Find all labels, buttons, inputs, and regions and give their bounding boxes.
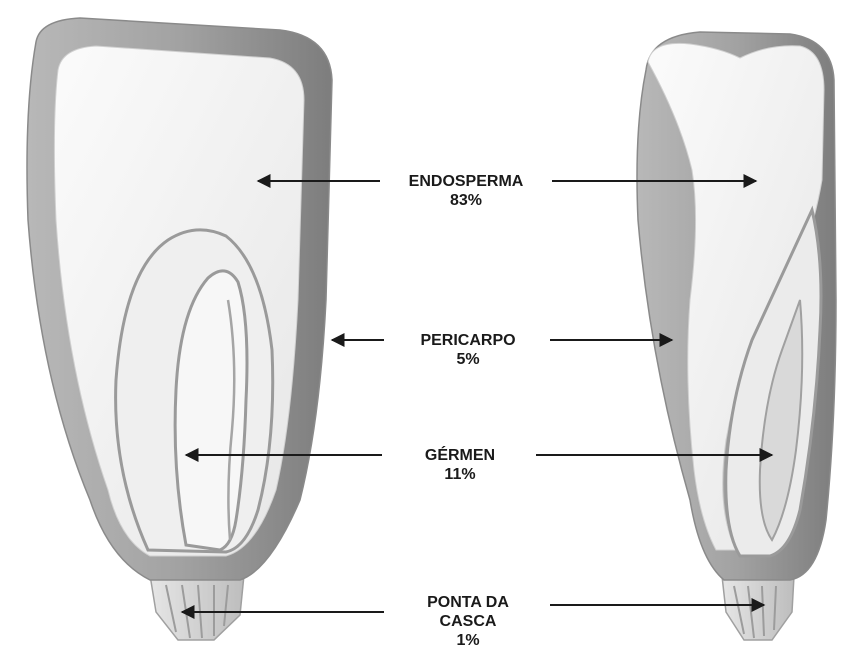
label-pericarpo-pct: 5% bbox=[392, 350, 544, 369]
label-pericarpo-name: PERICARPO bbox=[392, 331, 544, 350]
label-germen-pct: 11% bbox=[392, 465, 528, 484]
label-endosperma: ENDOSPERMA 83% bbox=[384, 172, 548, 210]
left-kernel bbox=[27, 18, 332, 640]
left-tip-cap bbox=[150, 575, 244, 640]
label-endosperma-name: ENDOSPERMA bbox=[384, 172, 548, 191]
label-pericarpo: PERICARPO 5% bbox=[392, 331, 544, 369]
label-ponta-line1: PONTA DA bbox=[392, 593, 544, 612]
label-ponta-pct: 1% bbox=[392, 631, 544, 650]
label-ponta-line2: CASCA bbox=[392, 612, 544, 631]
right-tip-cap bbox=[722, 576, 794, 640]
label-germen-name: GÉRMEN bbox=[392, 446, 528, 465]
label-germen: GÉRMEN 11% bbox=[392, 446, 528, 484]
label-ponta-da-casca: PONTA DA CASCA 1% bbox=[392, 593, 544, 650]
right-kernel bbox=[637, 32, 836, 640]
label-endosperma-pct: 83% bbox=[384, 191, 548, 210]
